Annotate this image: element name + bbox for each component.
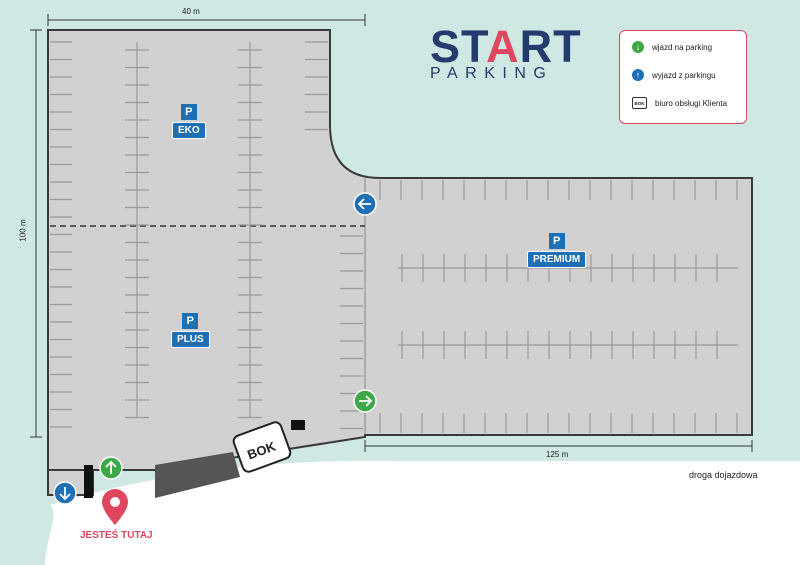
access-road (45, 460, 800, 565)
parking-icon: P (548, 233, 565, 249)
entry-arrow-right (353, 389, 377, 413)
dimension-left: 100 m (18, 219, 28, 242)
dimension-lines (30, 14, 753, 452)
location-pin-icon (102, 489, 128, 525)
parking-icon: P (180, 104, 197, 120)
zone-plus: P PLUS (171, 313, 210, 348)
bok-icon: BOK (632, 97, 647, 109)
parking-icon: P (182, 313, 199, 329)
dimension-bottom: 125 m (546, 450, 569, 459)
logo-parking: PARKING (430, 65, 554, 82)
zone-plus-label: PLUS (171, 331, 210, 348)
zone-premium-label: PREMIUM (527, 251, 587, 268)
bok-building (232, 421, 292, 473)
dimension-top: 40 m (182, 7, 200, 16)
zone-premium: P PREMIUM (527, 233, 587, 268)
legend-office: BOK biuro obsługi Klienta (632, 97, 727, 109)
logo-start: START (430, 21, 582, 72)
you-are-here-label: JESTEŚ TUTAJ (80, 530, 153, 541)
road-label: droga dojazdowa (689, 470, 758, 480)
legend-exit: ↑ wyjazd z parkingu (632, 69, 716, 81)
parking-stripes (50, 41, 738, 433)
arrow-down-icon: ↓ (632, 41, 644, 53)
exit-arrow-left (353, 192, 377, 216)
exit-arrow-up (99, 456, 123, 480)
entry-arrow-down (53, 481, 77, 505)
parking-lot (47, 29, 753, 471)
entrance-ramp (155, 452, 240, 498)
arrow-up-icon: ↑ (632, 69, 644, 81)
office-marker (291, 420, 305, 430)
zone-eko: P EKO (172, 104, 206, 139)
legend-entry: ↓ wjazd na parking (632, 41, 712, 53)
legend: ↓ wjazd na parking ↑ wyjazd z parkingu B… (619, 30, 747, 124)
zone-eko-label: EKO (172, 122, 206, 139)
gate-barrier (84, 465, 93, 498)
